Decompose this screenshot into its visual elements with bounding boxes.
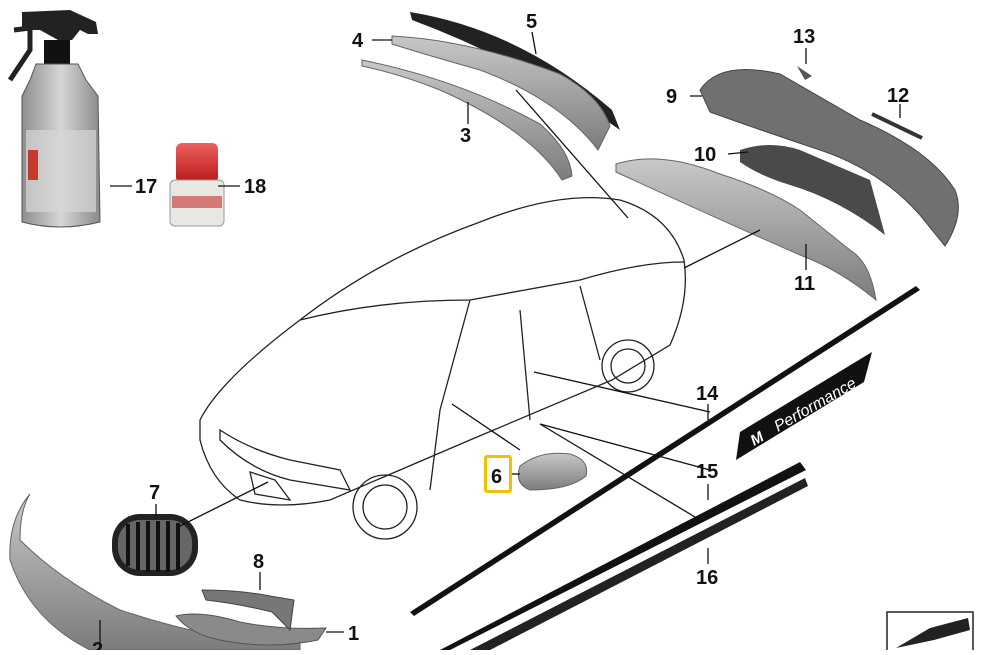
callout-17: 17: [135, 176, 157, 198]
callouts: 4 5 3 9 10 13 12 11 14 15 16 6 7 8 1 2 1…: [92, 11, 909, 655]
front-splitter-parts: [9, 493, 327, 651]
callout-18: 18: [244, 176, 266, 198]
car-outline: [199, 196, 687, 540]
callout-3: 3: [460, 125, 471, 147]
callout-4: 4: [352, 30, 364, 52]
callout-16: 16: [696, 567, 718, 589]
diagram-icon-box: [886, 611, 974, 653]
mirror-cap: [517, 452, 588, 491]
callout-11: 11: [794, 273, 815, 295]
callout-1: 1: [348, 623, 359, 645]
kidney-grille: [112, 514, 198, 576]
callout-9: 9: [666, 86, 677, 108]
leader-lines: [99, 31, 901, 650]
callout-10: 10: [694, 144, 716, 166]
rear-spoilers: [361, 12, 620, 181]
callout-2: 2: [92, 639, 103, 650]
callout-6-highlight: [484, 455, 512, 493]
callout-12: 12: [887, 85, 909, 107]
callout-15: 15: [696, 461, 718, 483]
callout-13: 13: [793, 26, 815, 48]
spray-bottle: [7, 10, 101, 228]
rear-bumper-parts: [615, 66, 959, 302]
callout-14: 14: [696, 383, 719, 405]
callout-6: 6: [491, 466, 502, 488]
callout-7: 7: [149, 482, 160, 504]
callout-8: 8: [253, 551, 264, 573]
adhesive-bottle: [169, 143, 225, 227]
callout-5: 5: [526, 11, 537, 33]
